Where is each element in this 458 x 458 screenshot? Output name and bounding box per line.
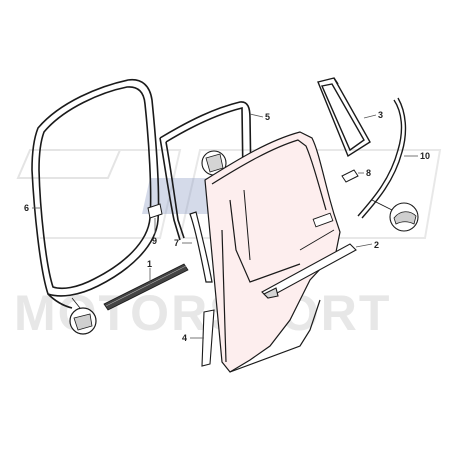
callout-6: 6 [24,203,30,213]
detail-circle-left [69,297,97,335]
part-3-quarter-window [317,77,377,158]
callout-7: 7 [174,238,180,248]
part-6-door-seal [31,78,160,309]
callout-5: 5 [265,112,271,122]
part-5-window-channel [159,101,264,251]
part-7-trim-strip [182,211,213,283]
part-8-bracket [341,169,364,183]
callout-4: 4 [182,333,188,343]
callout-9: 9 [152,236,158,246]
part-4-trim-bar [190,309,215,367]
callout-8: 8 [366,168,372,178]
part-10-curved-seal [357,97,418,219]
callout-1: 1 [147,259,153,269]
part-9-clip [147,203,163,234]
callout-10: 10 [420,151,431,161]
callout-2: 2 [374,240,380,250]
door-body [204,131,341,373]
detail-circle-right [371,199,419,232]
part-2-lower-trim [261,243,373,299]
part-1-sill-strip [103,263,189,311]
callout-3: 3 [378,110,384,120]
